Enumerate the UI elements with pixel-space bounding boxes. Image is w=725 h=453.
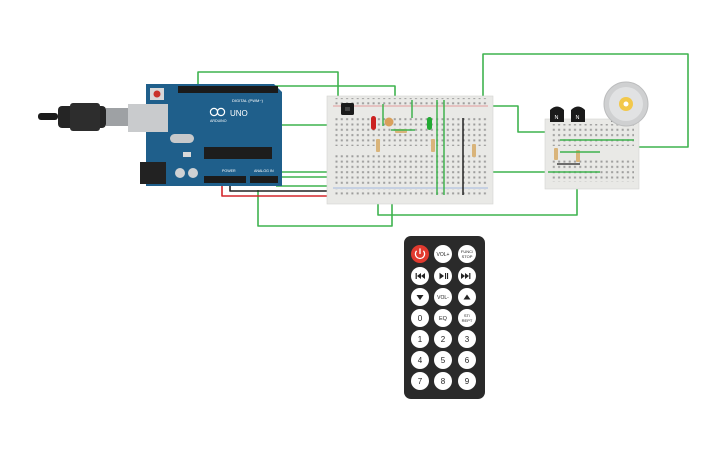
arduino-uno-board[interactable]: DIGITAL (PWM~) ARDUINO UNO POWER ANALOG … xyxy=(128,84,282,186)
svg-text:9: 9 xyxy=(465,377,470,386)
usb-cable xyxy=(38,103,130,131)
svg-text:2: 2 xyxy=(441,335,446,344)
breadboard-jumpers xyxy=(382,100,464,195)
svg-text:4: 4 xyxy=(418,356,423,365)
analog-header xyxy=(250,176,278,183)
play-pause-button[interactable] xyxy=(434,267,452,285)
arduino-logo xyxy=(209,107,226,117)
svg-text:ST/: ST/ xyxy=(464,313,471,318)
five-button[interactable]: 5 xyxy=(434,351,452,369)
svg-text:7: 7 xyxy=(418,377,423,386)
digital-header-label: DIGITAL (PWM~) xyxy=(232,98,264,103)
power-header xyxy=(204,176,246,183)
svg-text:VOL-: VOL- xyxy=(437,295,449,301)
wire-5v-red[interactable] xyxy=(221,184,336,197)
transistor-q2[interactable]: N xyxy=(571,106,585,123)
svg-text:VOL+: VOL+ xyxy=(437,252,450,258)
down-button[interactable] xyxy=(411,288,429,306)
two-button[interactable]: 2 xyxy=(434,330,452,348)
photoresistor[interactable] xyxy=(384,117,394,127)
usb-port xyxy=(128,104,168,132)
brand-label: ARDUINO xyxy=(210,119,227,123)
nine-button[interactable]: 9 xyxy=(458,372,476,390)
resistor-2[interactable] xyxy=(376,139,380,152)
resistor-6[interactable] xyxy=(576,150,580,162)
six-button[interactable]: 6 xyxy=(458,351,476,369)
svg-text:EQ: EQ xyxy=(439,316,448,322)
resistor-4[interactable] xyxy=(472,144,476,157)
up-button[interactable] xyxy=(458,288,476,306)
led-green[interactable] xyxy=(427,117,432,130)
eight-button[interactable]: 8 xyxy=(434,372,452,390)
svg-text:5: 5 xyxy=(441,356,446,365)
motor-breadboard[interactable] xyxy=(544,118,640,190)
resistors[interactable] xyxy=(376,129,476,157)
resistor-3[interactable] xyxy=(431,139,435,152)
func-stop-button[interactable]: FUNC/ STOP xyxy=(458,245,476,263)
led-red[interactable] xyxy=(371,116,376,130)
transistor-q2-label: N xyxy=(576,115,580,121)
eq-button[interactable]: EQ xyxy=(434,309,452,327)
ir-receiver[interactable] xyxy=(341,103,354,115)
model-label: UNO xyxy=(230,109,248,118)
svg-text:STOP: STOP xyxy=(462,254,473,259)
vol-up-button[interactable]: VOL+ xyxy=(434,245,452,263)
three-button[interactable]: 3 xyxy=(458,330,476,348)
resistor-5[interactable] xyxy=(554,148,558,160)
reset-button[interactable] xyxy=(153,90,161,98)
motor-bb-parts xyxy=(548,139,634,173)
seven-button[interactable]: 7 xyxy=(411,372,429,390)
analog-header-label: ANALOG IN xyxy=(254,169,274,173)
power-button[interactable] xyxy=(411,245,429,263)
svg-text:REPT: REPT xyxy=(462,318,473,323)
power-header-label: POWER xyxy=(222,169,236,173)
previous-button[interactable] xyxy=(411,267,429,285)
dc-motor[interactable] xyxy=(603,81,649,127)
next-button[interactable] xyxy=(458,267,476,285)
svg-text:1: 1 xyxy=(418,335,423,344)
st-rept-button[interactable]: ST/ REPT xyxy=(458,309,476,327)
svg-text:8: 8 xyxy=(441,377,446,386)
vol-down-button[interactable]: VOL- xyxy=(434,288,452,306)
wire-bb-to-transistor[interactable] xyxy=(488,105,552,133)
one-button[interactable]: 1 xyxy=(411,330,429,348)
svg-text:0: 0 xyxy=(418,314,423,323)
transistor-q1[interactable]: N xyxy=(550,106,564,123)
zero-button[interactable]: 0 xyxy=(411,309,429,327)
svg-text:FUNC/: FUNC/ xyxy=(461,249,474,254)
remote-buttons: VOL+ FUNC/ STOP xyxy=(411,245,476,390)
svg-text:3: 3 xyxy=(465,335,470,344)
four-button[interactable]: 4 xyxy=(411,351,429,369)
atmega-chip xyxy=(204,147,272,159)
digital-header xyxy=(178,86,278,93)
wire-motor-loop[interactable] xyxy=(482,53,689,148)
transistor-q1-label: N xyxy=(555,115,559,121)
svg-text:6: 6 xyxy=(465,356,470,365)
main-breadboard[interactable] xyxy=(326,95,494,205)
wire-gnd-black[interactable] xyxy=(229,184,336,192)
